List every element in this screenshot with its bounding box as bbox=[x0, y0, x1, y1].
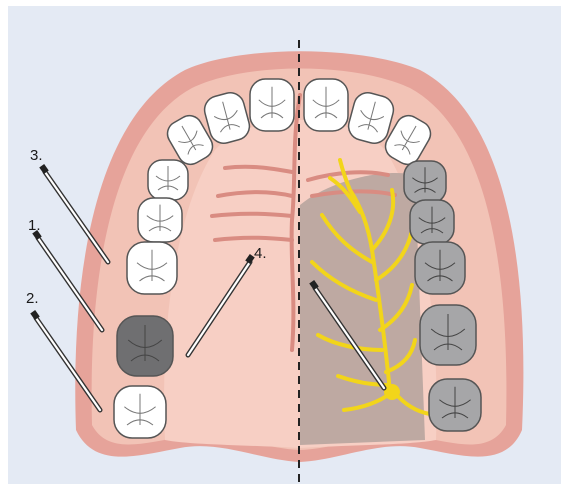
tooth bbox=[114, 386, 166, 438]
tooth bbox=[420, 305, 476, 365]
tooth bbox=[138, 198, 182, 242]
tooth bbox=[250, 79, 294, 131]
label-1: 1. bbox=[28, 217, 41, 234]
tooth bbox=[429, 379, 481, 431]
tooth bbox=[415, 242, 465, 294]
tooth bbox=[304, 79, 348, 131]
tooth bbox=[117, 316, 173, 376]
label-2: 2. bbox=[26, 290, 39, 307]
tooth bbox=[148, 160, 188, 200]
tooth bbox=[404, 161, 446, 203]
label-3: 3. bbox=[30, 147, 43, 164]
tooth bbox=[127, 242, 177, 294]
tooth bbox=[410, 200, 454, 244]
label-4: 4. bbox=[254, 245, 267, 262]
greater-palatine-foramen bbox=[384, 384, 400, 400]
